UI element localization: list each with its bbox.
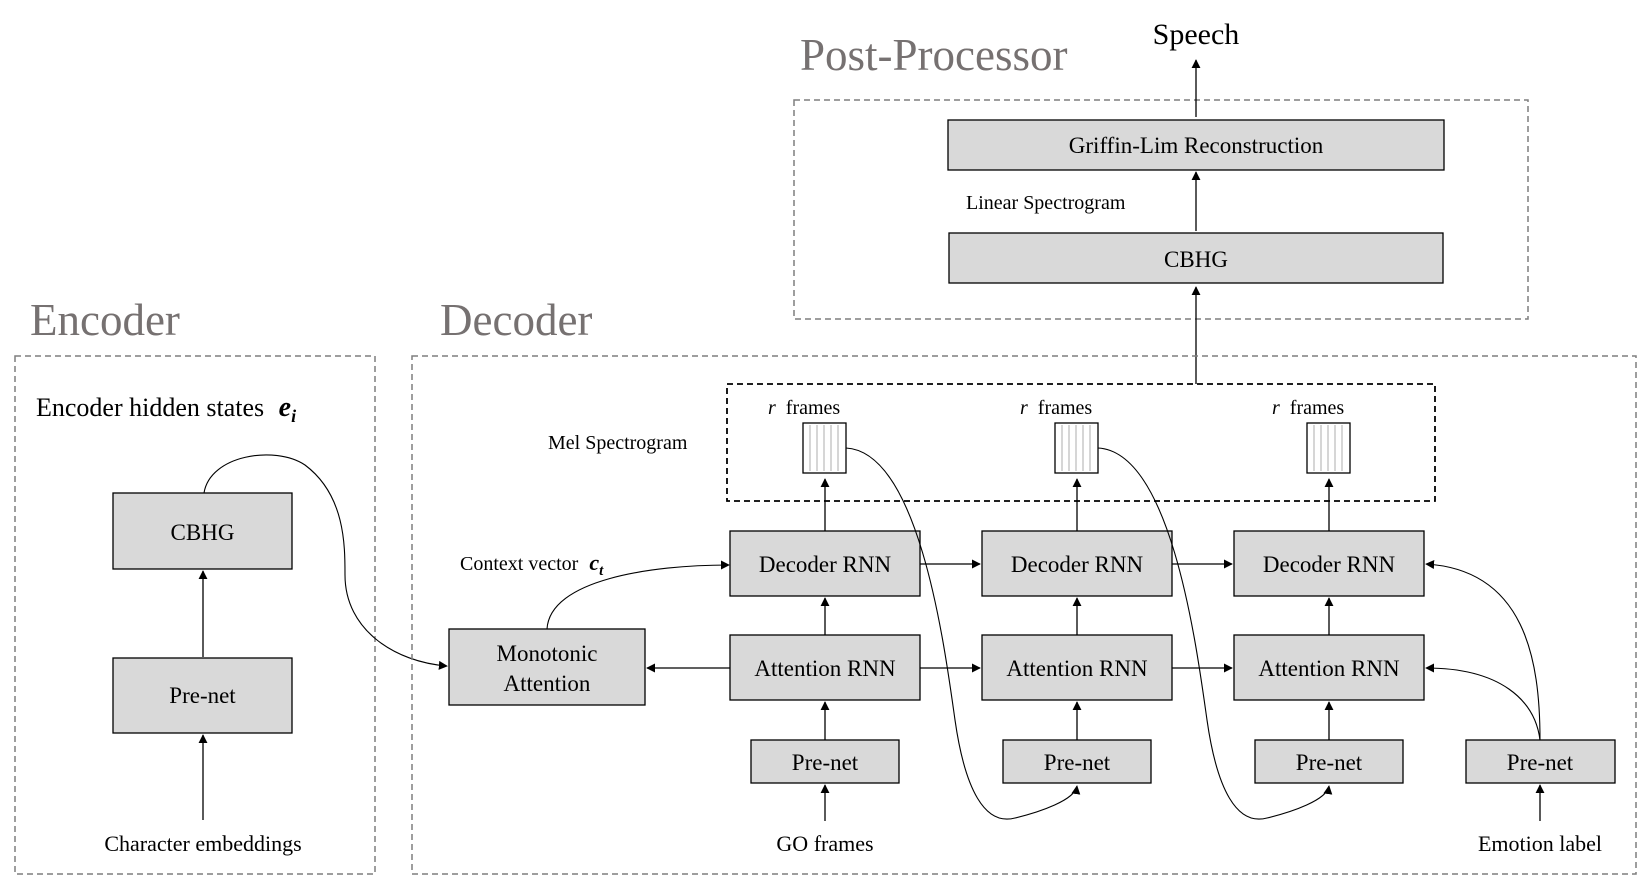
encoder-hidden-subscript: i bbox=[291, 406, 296, 426]
post-cbhg-box bbox=[948, 232, 1444, 284]
monotonic-attention-line2: Attention bbox=[504, 671, 591, 696]
encoder-title: Encoder bbox=[30, 295, 180, 345]
decoder-rnn-box bbox=[981, 530, 1173, 597]
context-vector-label: Context vector bbox=[460, 553, 579, 575]
mel-spectrogram-region bbox=[726, 383, 1436, 502]
attention-rnn-label: Attention RNN bbox=[1006, 656, 1148, 681]
frames-2-feedback-curve bbox=[1097, 447, 1333, 820]
encoder-region bbox=[14, 355, 376, 875]
decoder-rnn-box bbox=[1233, 530, 1425, 597]
frames-r: r bbox=[768, 397, 776, 419]
decoder-prenet-box bbox=[1002, 739, 1152, 784]
emotion-prenet-box bbox=[1465, 739, 1616, 784]
mel-frame-block bbox=[1054, 422, 1099, 474]
decoder-prenet-label: Pre-net bbox=[1044, 750, 1111, 775]
context-vector: Context vector ct bbox=[460, 550, 604, 579]
encoder-cbhg-label: CBHG bbox=[171, 520, 235, 545]
attention-rnn-box bbox=[1233, 634, 1425, 701]
encoder-prenet-box bbox=[112, 657, 293, 734]
frames-text: frames bbox=[1038, 397, 1093, 419]
decoder-region bbox=[411, 355, 1637, 875]
monotonic-attention-line1: Monotonic bbox=[497, 641, 598, 666]
mel-frame-block bbox=[802, 422, 847, 474]
monotonic-attention-box bbox=[448, 628, 646, 706]
griffin-lim-label: Griffin-Lim Reconstruction bbox=[1069, 133, 1324, 158]
decoder-prenet-box bbox=[750, 739, 900, 784]
mel-spectrogram-label: Mel Spectrogram bbox=[548, 432, 688, 454]
frames-r: r bbox=[1020, 397, 1028, 419]
post-processor-region bbox=[793, 99, 1529, 320]
attention-rnn-label: Attention RNN bbox=[1258, 656, 1400, 681]
character-embeddings-label: Character embeddings bbox=[104, 831, 301, 856]
frames-r: r bbox=[1272, 397, 1280, 419]
context-vector-symbol: c bbox=[589, 550, 599, 575]
decoder-rnn-label: Decoder RNN bbox=[1263, 552, 1396, 577]
frames-text: frames bbox=[1290, 397, 1345, 419]
attention-rnn-box bbox=[981, 634, 1173, 701]
emotion-label: Emotion label bbox=[1478, 831, 1602, 856]
decoder-column-1: Decoder RNN Attention RNN Pre-net GO fra… bbox=[729, 478, 921, 856]
decoder-prenet-box bbox=[1254, 739, 1404, 784]
emotion-column: Pre-net Emotion label bbox=[1425, 560, 1616, 856]
encoder-cbhg-box bbox=[112, 492, 293, 570]
context-vector-curve bbox=[546, 560, 730, 630]
encoder-block: Encoder hidden states ei CBHG Pre-net Ch… bbox=[14, 355, 376, 875]
encoder-hidden-states-label: Encoder hidden states bbox=[36, 393, 264, 422]
go-frames-label: GO frames bbox=[776, 831, 873, 856]
attention-rnn-label: Attention RNN bbox=[754, 656, 896, 681]
encoder-hidden-states: Encoder hidden states ei bbox=[36, 392, 296, 426]
encoder-to-attention-curve bbox=[203, 454, 448, 670]
decoder-column-2: Decoder RNN Attention RNN Pre-net bbox=[981, 478, 1173, 784]
post-cbhg-label: CBHG bbox=[1164, 247, 1228, 272]
decoder-column-3: Decoder RNN Attention RNN Pre-net bbox=[1233, 478, 1425, 784]
decoder-prenet-label: Pre-net bbox=[792, 750, 859, 775]
post-processor-title: Post-Processor bbox=[800, 30, 1068, 80]
encoder-prenet-label: Pre-net bbox=[169, 683, 236, 708]
emotion-to-attention-curve bbox=[1425, 663, 1541, 741]
mel-frame-block bbox=[1306, 422, 1351, 474]
decoder-rnn-box bbox=[729, 530, 921, 597]
linear-spectrogram-label: Linear Spectrogram bbox=[966, 192, 1126, 214]
speech-output-label: Speech bbox=[1153, 18, 1240, 51]
decoder-rnn-label: Decoder RNN bbox=[759, 552, 892, 577]
emotion-to-decoder-curve bbox=[1425, 560, 1541, 741]
frames-1-feedback-curve bbox=[845, 447, 1081, 820]
decoder-title: Decoder bbox=[440, 295, 592, 345]
decoder-prenet-label: Pre-net bbox=[1296, 750, 1363, 775]
decoder-rnn-label: Decoder RNN bbox=[1011, 552, 1144, 577]
griffin-lim-box bbox=[947, 119, 1445, 171]
post-processor-block: Speech Griffin-Lim Reconstruction Linear… bbox=[793, 18, 1529, 384]
context-vector-subscript: t bbox=[599, 563, 604, 579]
encoder-hidden-symbol: e bbox=[279, 392, 291, 423]
frames-text: frames bbox=[786, 397, 841, 419]
emotion-prenet-label: Pre-net bbox=[1507, 750, 1574, 775]
